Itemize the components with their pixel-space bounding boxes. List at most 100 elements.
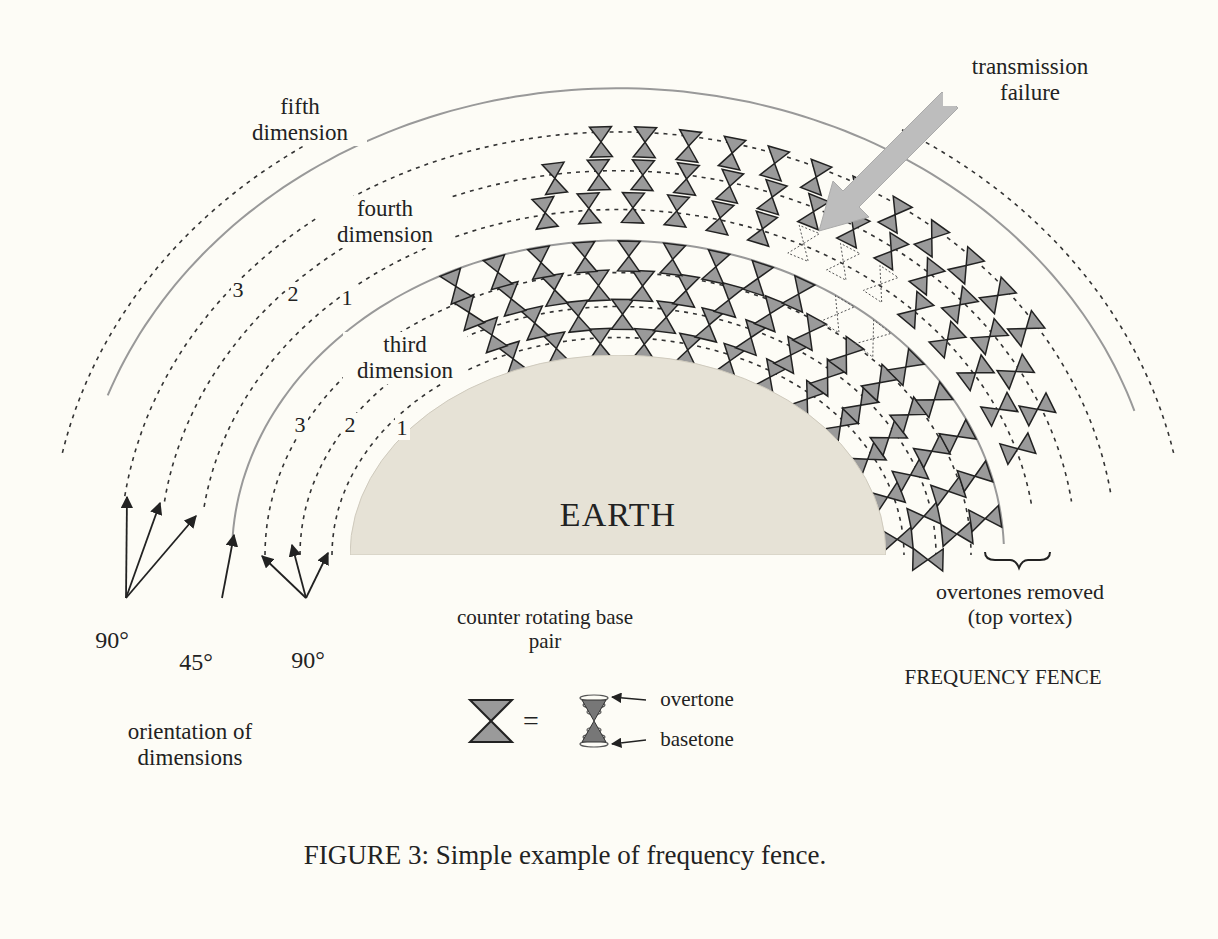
- earth-shape: EARTH: [350, 355, 886, 555]
- base-pair-triangle: [842, 405, 860, 423]
- base-pair-triangle: [491, 272, 512, 289]
- base-pair-triangle: [934, 382, 953, 400]
- base-pair-triangle: [631, 286, 653, 302]
- base-pair-triangle: [712, 201, 734, 218]
- base-pair-triangle: [976, 355, 995, 373]
- base-pair-triangle: [807, 314, 826, 333]
- base-pair-triangle: [528, 246, 550, 263]
- base-pair-triangle: [752, 261, 773, 279]
- transmission-arrow: [819, 92, 958, 231]
- base-pair-triangle: [914, 448, 932, 468]
- base-pair-triangle: [801, 177, 822, 195]
- base-pair-triangle: [588, 175, 610, 190]
- base-pair-triangle: [716, 186, 738, 203]
- label: third dimension: [343, 332, 467, 384]
- base-pair-triangle: [942, 305, 960, 323]
- base-pair-triangle: [632, 270, 654, 286]
- base-pair-triangle: [440, 268, 460, 286]
- base-pair-triangle: [906, 349, 924, 367]
- base-pair-triangle: [957, 373, 976, 391]
- base-pair-triangle: [887, 367, 905, 385]
- base-pair-triangle: [676, 146, 698, 162]
- base-pair-triangle: [486, 335, 507, 353]
- base-pair-triangle: [618, 241, 640, 256]
- label: 45°: [177, 649, 215, 676]
- base-pair-triangle: [633, 142, 655, 158]
- base-pair-triangle: [566, 300, 588, 316]
- base-pair-triangle: [714, 300, 735, 317]
- level-number: 3: [231, 278, 246, 303]
- base-pair-triangle: [766, 296, 786, 314]
- label: overtones removed (top vortex): [918, 580, 1122, 629]
- base-pair-triangle: [664, 243, 686, 259]
- dimension-arcs: [62, 88, 1173, 555]
- base-pair-triangle: [722, 169, 744, 186]
- base-pair-triangle: [1019, 406, 1037, 426]
- base-pair-triangle: [577, 193, 599, 209]
- base-pair-triangle: [718, 153, 740, 170]
- label: 90°: [289, 647, 327, 674]
- base-pair-triangle: [536, 213, 558, 230]
- base-pair-triangle: [674, 179, 696, 195]
- base-pair-triangle: [941, 525, 957, 547]
- base-pair-triangle: [788, 243, 808, 261]
- base-pair-triangle: [863, 284, 881, 303]
- base-pair-triangle: [546, 290, 568, 307]
- base-pair-triangle: [795, 276, 815, 294]
- brace: [985, 552, 1050, 568]
- base-pair-triangle: [829, 355, 847, 374]
- earth-label: EARTH: [560, 496, 676, 534]
- level-number: 1: [395, 416, 410, 441]
- base-pair-triangle: [1037, 393, 1055, 413]
- base-pair-triangle: [874, 251, 893, 270]
- base-pair-triangle: [451, 286, 471, 304]
- dashed-arc: [300, 307, 936, 556]
- base-pair-triangle: [632, 160, 654, 175]
- base-pair-triangle: [836, 296, 855, 315]
- base-pair-triangle: [820, 314, 839, 333]
- base-pair-triangle: [724, 136, 746, 153]
- base-pair-triangle: [588, 286, 610, 302]
- base-pair-triangle: [793, 332, 812, 350]
- base-pair-triangle: [774, 355, 794, 373]
- base-pair-triangle: [811, 159, 832, 177]
- base-pair-triangle: [948, 321, 967, 339]
- orientation-arrows: [126, 497, 328, 598]
- base-pair-triangle: [680, 130, 702, 146]
- base-pair-triangle: [527, 323, 549, 340]
- base-pair-triangle: [483, 255, 504, 272]
- base-pair-triangle: [542, 162, 564, 178]
- base-pair-triangle: [890, 233, 909, 252]
- base-pair-triangle: [878, 215, 897, 234]
- label: basetone: [658, 728, 735, 752]
- base-pair-triangle: [913, 548, 928, 570]
- base-pair-triangle: [587, 160, 609, 175]
- base-pair-triangle: [810, 378, 828, 397]
- base-pair-triangle: [981, 407, 1000, 426]
- base-pair-triangle: [929, 340, 947, 358]
- dashed-arc: [62, 122, 351, 453]
- base-pair-triangle: [958, 420, 976, 439]
- base-pair-triangle: [533, 263, 555, 280]
- base-pair-triangle: [893, 196, 912, 215]
- base-pair-triangle: [1016, 354, 1035, 372]
- base-pair-triangle: [1018, 433, 1036, 454]
- level-number: 1: [340, 286, 355, 311]
- base-pair-triangle: [573, 242, 595, 258]
- base-pair-triangle: [664, 211, 686, 227]
- base-pair-triangle: [909, 276, 927, 295]
- base-pair-triangle: [841, 243, 861, 261]
- dashed-arc: [265, 273, 971, 555]
- base-pair-triangle: [695, 325, 716, 342]
- base-pair-triangle: [631, 175, 653, 191]
- label: counter rotating base pair: [443, 606, 647, 653]
- base-pair-triangle: [892, 471, 910, 491]
- base-pair-triangle: [957, 471, 975, 492]
- base-pair-triangle: [975, 461, 993, 482]
- base-pair-triangle: [748, 229, 769, 247]
- base-pair-triangle: [870, 438, 889, 456]
- label: =: [521, 705, 541, 736]
- base-pair-triangle: [702, 267, 724, 284]
- base-pair-triangle: [708, 250, 729, 267]
- base-pair-triangle: [622, 208, 644, 223]
